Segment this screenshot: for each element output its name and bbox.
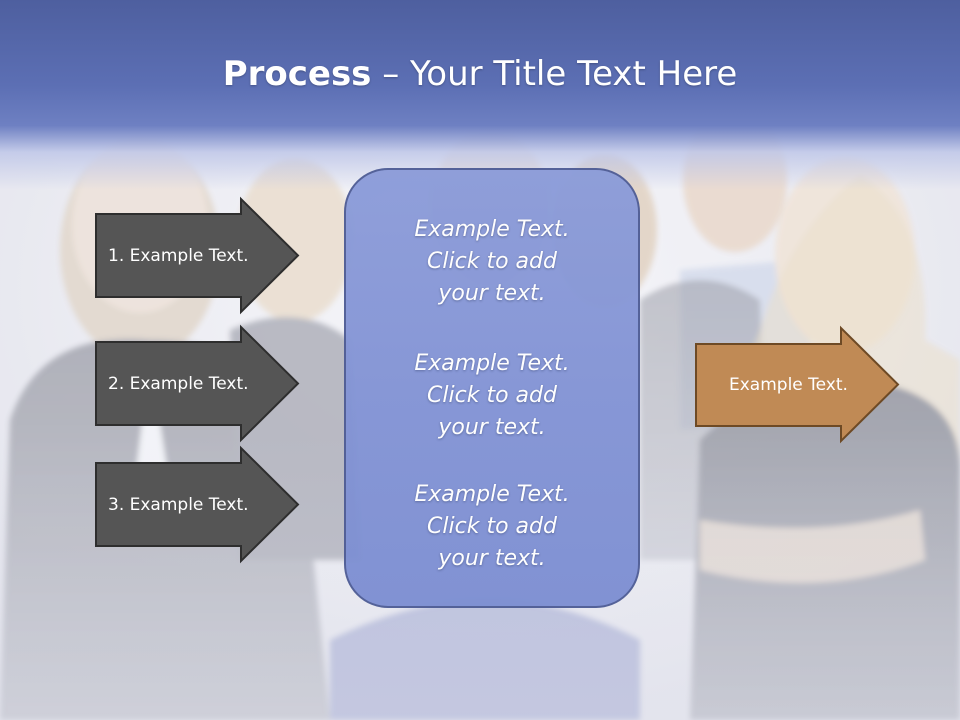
left-arrow-2[interactable]: 2. Example Text. <box>95 324 300 443</box>
center-item-3-line3: your text. <box>438 546 546 571</box>
center-item-2-line2: Click to add <box>427 383 557 408</box>
center-text-item-3[interactable]: Example Text. Click to add your text. <box>346 479 638 575</box>
center-item-2-line1: Example Text. <box>414 351 570 376</box>
right-arrow[interactable]: Example Text. <box>695 325 900 444</box>
left-arrow-1-label: 1. Example Text. <box>108 245 249 266</box>
center-text-item-2[interactable]: Example Text. Click to add your text. <box>346 348 638 444</box>
left-arrow-3-label: 3. Example Text. <box>108 494 249 515</box>
slide-title[interactable]: Process – Your Title Text Here <box>0 52 960 96</box>
center-item-1-line1: Example Text. <box>414 217 570 242</box>
center-item-1-line2: Click to add <box>427 249 557 274</box>
center-item-2-line3: your text. <box>438 415 546 440</box>
arrow-shape-icon <box>95 324 300 443</box>
center-item-3-line2: Click to add <box>427 514 557 539</box>
arrow-shape-icon <box>95 196 300 315</box>
left-arrow-3[interactable]: 3. Example Text. <box>95 445 300 564</box>
arrow-shape-icon <box>695 325 900 444</box>
right-arrow-label: Example Text. <box>729 374 848 395</box>
title-banner <box>0 0 960 190</box>
left-arrow-1[interactable]: 1. Example Text. <box>95 196 300 315</box>
center-item-1-line3: your text. <box>438 281 546 306</box>
center-text-item-1[interactable]: Example Text. Click to add your text. <box>346 214 638 310</box>
title-rest: – Your Title Text Here <box>371 54 738 94</box>
title-bold: Process <box>222 54 372 94</box>
left-arrow-2-label: 2. Example Text. <box>108 373 249 394</box>
arrow-shape-icon <box>95 445 300 564</box>
center-item-3-line1: Example Text. <box>414 482 570 507</box>
center-text-box[interactable]: Example Text. Click to add your text. Ex… <box>344 168 640 608</box>
